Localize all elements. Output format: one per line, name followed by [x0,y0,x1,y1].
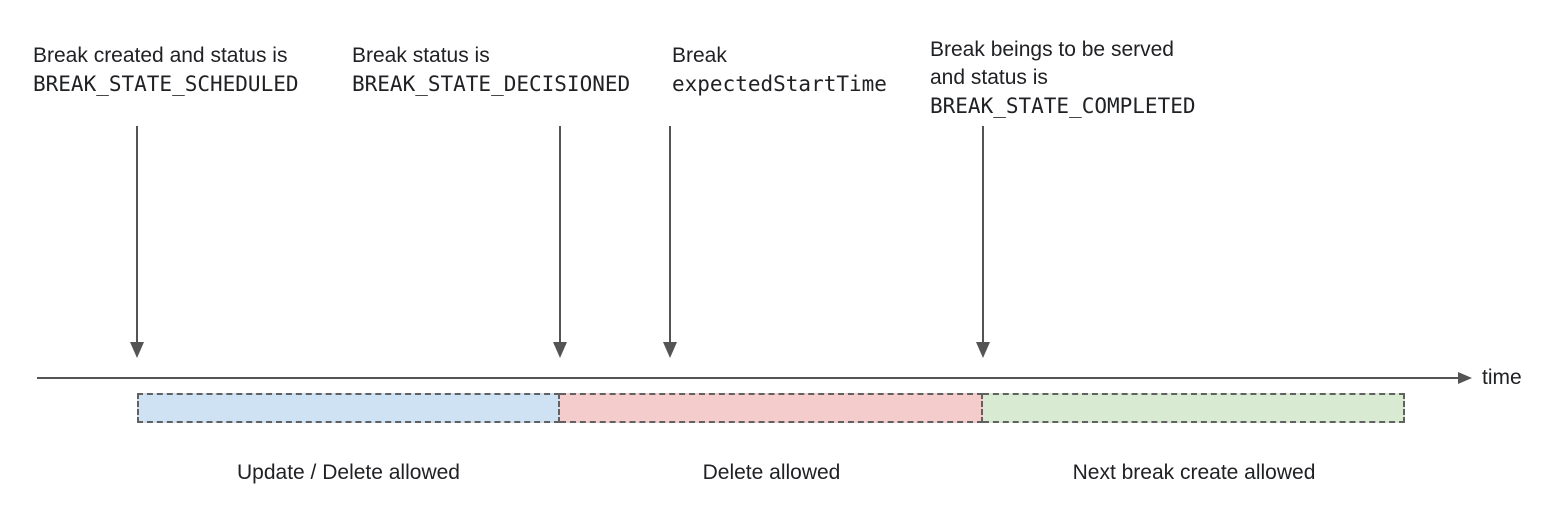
segment-caption: Next break create allowed [1072,461,1316,484]
time-axis-line [37,377,1458,379]
annotation-expected-start-time: Break expectedStartTime [672,42,887,98]
arrow-head-icon [553,342,567,358]
arrow-shaft [136,126,138,342]
annotation-code: BREAK_STATE_COMPLETED [930,94,1196,118]
arrow-head-icon [663,342,677,358]
segment-caption: Update / Delete allowed [237,461,460,484]
annotation-text: Break status is [352,44,490,67]
arrow-head-icon [130,342,144,358]
annotation-text: Break created and status is [33,44,288,67]
arrow-shaft [559,126,561,342]
down-arrow-decisioned [553,126,567,358]
segment-next-break-create-allowed [983,393,1405,423]
down-arrow-scheduled [130,126,144,358]
annotation-code: BREAK_STATE_SCHEDULED [33,72,299,96]
annotation-text: Break [672,44,727,67]
arrow-shaft [982,126,984,342]
annotation-text: and status is [930,66,1048,89]
arrow-shaft [669,126,671,342]
annotation-break-completed: Break beings to be served and status is … [930,36,1196,120]
down-arrow-completed [976,126,990,358]
segment-update-delete-allowed [137,393,560,423]
time-axis-arrow-icon [1458,372,1472,384]
annotation-break-scheduled: Break created and status is BREAK_STATE_… [33,42,299,98]
arrow-head-icon [976,342,990,358]
time-axis-label: time [1482,366,1522,389]
segment-caption: Delete allowed [702,461,841,484]
annotation-break-decisioned: Break status is BREAK_STATE_DECISIONED [352,42,630,98]
annotation-code: BREAK_STATE_DECISIONED [352,72,631,96]
down-arrow-expected-start [663,126,677,358]
segment-delete-allowed [560,393,983,423]
annotation-code: expectedStartTime [672,72,887,96]
annotation-text: Break beings to be served [930,38,1174,61]
